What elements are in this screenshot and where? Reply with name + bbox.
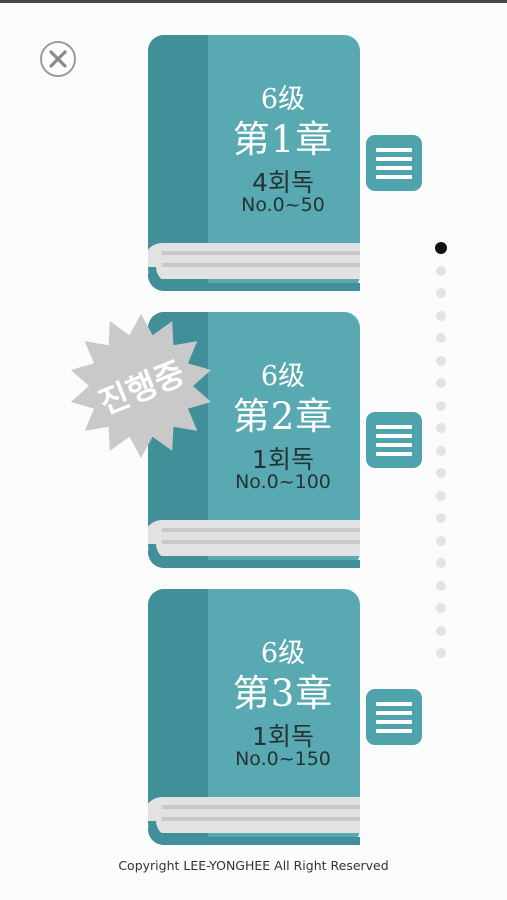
book-grade: 6级 [260, 361, 306, 392]
page-dot[interactable] [436, 265, 446, 276]
starburst-icon [70, 314, 212, 458]
page-dot[interactable] [436, 558, 446, 568]
book-range: No.0~150 [235, 748, 331, 770]
book-chapter-title: 第1章 [232, 118, 334, 161]
book-icon [148, 589, 360, 845]
book-3-menu-button[interactable] [366, 689, 422, 745]
page-dot[interactable] [436, 423, 446, 433]
page-dot[interactable] [436, 513, 446, 523]
page-dot[interactable] [436, 648, 446, 658]
close-button[interactable] [40, 41, 76, 77]
book-grade: 6级 [260, 638, 306, 669]
book-read-count: 4회독 [252, 168, 314, 197]
status-bar [0, 0, 507, 3]
page-dot[interactable] [436, 288, 446, 298]
book-range: No.0~100 [235, 471, 331, 493]
page-dot[interactable] [436, 535, 446, 546]
page-dot[interactable] [436, 603, 446, 613]
page-dot[interactable] [436, 468, 446, 478]
book-read-count: 1회독 [252, 722, 314, 751]
book-icon [148, 35, 360, 291]
page-dot[interactable] [436, 400, 446, 411]
page-dot[interactable] [436, 445, 446, 456]
book-read-count: 1회독 [252, 445, 314, 474]
book-chapter-3[interactable]: 6级 第3章 1회독 No.0~150 [148, 589, 360, 845]
book-grade: 6级 [260, 84, 306, 115]
page-dot[interactable] [436, 310, 446, 321]
book-1-menu-button[interactable] [366, 135, 422, 191]
page-dot[interactable] [436, 333, 446, 343]
page-dot[interactable] [436, 355, 446, 366]
book-range: No.0~50 [241, 194, 325, 216]
page-dot[interactable] [436, 580, 446, 591]
close-icon [49, 50, 67, 68]
book-chapter-1[interactable]: 6级 第1章 4회독 No.0~50 [148, 35, 360, 291]
book-2-menu-button[interactable] [366, 412, 422, 468]
book-chapter-title: 第3章 [232, 672, 334, 715]
page-dot[interactable] [436, 625, 446, 636]
copyright-footer: Copyright LEE-YONGHEE All Right Reserved [118, 858, 389, 873]
book-chapter-title: 第2章 [232, 395, 334, 438]
page-dot-active[interactable] [435, 242, 447, 254]
page-dot[interactable] [436, 378, 446, 388]
in-progress-badge: 진행중 [68, 313, 214, 459]
page-dot[interactable] [436, 490, 446, 501]
